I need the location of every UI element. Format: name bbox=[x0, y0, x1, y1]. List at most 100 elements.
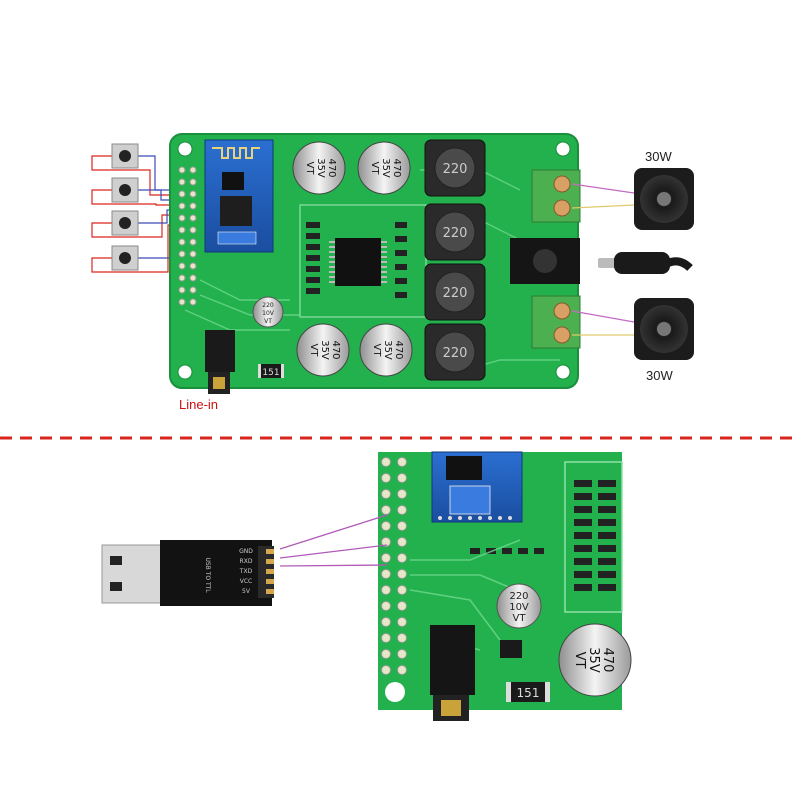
usb-header-pin bbox=[266, 569, 274, 574]
svg-text:USB TO TTL: USB TO TTL bbox=[204, 557, 211, 593]
header-pad bbox=[189, 226, 197, 234]
line-in-label: Line-in bbox=[179, 397, 219, 412]
smd-component bbox=[598, 519, 616, 526]
header-pad bbox=[381, 617, 391, 627]
push-button bbox=[111, 143, 139, 169]
bluetooth-module bbox=[204, 139, 274, 253]
header-pad bbox=[397, 585, 407, 595]
header-pad bbox=[397, 569, 407, 579]
header-pad bbox=[381, 473, 391, 483]
header-pad bbox=[189, 178, 197, 186]
header-pad bbox=[178, 166, 186, 174]
inductor-marking: 220 bbox=[443, 346, 468, 361]
smd-component bbox=[306, 255, 320, 261]
svg-text:151: 151 bbox=[517, 686, 540, 700]
usb-pin-label: TXD bbox=[239, 568, 253, 575]
ic-pin bbox=[329, 281, 335, 283]
ic-pin bbox=[329, 271, 335, 273]
ic-pin bbox=[381, 256, 387, 258]
usb-header-pin bbox=[266, 549, 274, 554]
header-pad bbox=[397, 553, 407, 563]
svg-text:VT: VT bbox=[264, 318, 272, 325]
smd-component bbox=[598, 558, 616, 565]
capacitor-marking: 35V bbox=[315, 158, 326, 178]
speaker-terminal-bottom bbox=[531, 295, 581, 349]
ic-pin bbox=[329, 246, 335, 248]
header-pad bbox=[381, 585, 391, 595]
header-pad bbox=[381, 601, 391, 611]
smd-component bbox=[598, 571, 616, 578]
push-button-array bbox=[91, 143, 175, 273]
ic-pin bbox=[381, 241, 387, 243]
header-pad bbox=[381, 489, 391, 499]
svg-text:35V: 35V bbox=[586, 647, 601, 673]
header-pad bbox=[381, 649, 391, 659]
smd-component bbox=[574, 506, 592, 513]
push-button bbox=[111, 210, 139, 236]
svg-text:220: 220 bbox=[262, 302, 274, 309]
header-pad bbox=[397, 601, 407, 611]
header-pad bbox=[381, 665, 391, 675]
header-pad bbox=[397, 665, 407, 675]
capacitor-marking: 470 bbox=[330, 340, 341, 359]
header-pad bbox=[397, 489, 407, 499]
ic-pin bbox=[381, 261, 387, 263]
capacitor-marking: 35V bbox=[382, 340, 393, 360]
smd-component bbox=[395, 264, 407, 270]
module-pad bbox=[438, 516, 442, 520]
header-pad bbox=[178, 274, 186, 282]
header-pad bbox=[189, 286, 197, 294]
ic-pin bbox=[329, 251, 335, 253]
zoomed-bluetooth-module bbox=[431, 451, 523, 523]
smd-component bbox=[502, 548, 512, 554]
smd-component bbox=[574, 480, 592, 487]
zoomed-resistor-151: 151 bbox=[506, 682, 550, 702]
header-pad bbox=[397, 633, 407, 643]
push-button bbox=[111, 245, 139, 271]
header-pad bbox=[397, 537, 407, 547]
usb-pin-label: GND bbox=[239, 548, 253, 555]
module-pad bbox=[498, 516, 502, 520]
svg-text:10V: 10V bbox=[262, 310, 275, 317]
smd-component bbox=[306, 288, 320, 294]
ic-pin bbox=[381, 271, 387, 273]
speaker-top bbox=[634, 168, 694, 230]
usb-header-pin bbox=[266, 559, 274, 564]
svg-text:470: 470 bbox=[600, 648, 615, 673]
smd-component bbox=[574, 519, 592, 526]
header-pad bbox=[178, 238, 186, 246]
amplifier-ic-chip bbox=[329, 238, 387, 286]
capacitor-marking: 470 bbox=[391, 158, 402, 177]
usb-pin-label: RXD bbox=[240, 558, 253, 565]
smd-component bbox=[306, 233, 320, 239]
module-pad bbox=[468, 516, 472, 520]
smd-component bbox=[395, 278, 407, 284]
smd-component bbox=[395, 250, 407, 256]
ic-pin bbox=[329, 276, 335, 278]
smd-component bbox=[518, 548, 528, 554]
smd-component bbox=[395, 236, 407, 242]
header-pad bbox=[397, 521, 407, 531]
header-pad bbox=[381, 457, 391, 467]
header-pad bbox=[178, 214, 186, 222]
smd-component bbox=[306, 244, 320, 250]
capacitor-marking: VT bbox=[371, 344, 382, 358]
svg-text:10V: 10V bbox=[509, 602, 529, 613]
svg-text:VT: VT bbox=[513, 613, 527, 624]
smd-component bbox=[574, 571, 592, 578]
smd-component bbox=[574, 584, 592, 591]
ic-pin bbox=[329, 256, 335, 258]
header-pad bbox=[178, 190, 186, 198]
header-pad bbox=[178, 286, 186, 294]
header-pad bbox=[381, 521, 391, 531]
usb-pin-label: VCC bbox=[240, 578, 252, 585]
svg-text:VT: VT bbox=[572, 652, 587, 669]
ic-pin bbox=[329, 241, 335, 243]
ic-pin bbox=[381, 266, 387, 268]
header-pad bbox=[397, 457, 407, 467]
line-in-audio-jack bbox=[205, 330, 235, 394]
capacitor-marking: 35V bbox=[319, 340, 330, 360]
capacitor-marking: 470 bbox=[393, 340, 404, 359]
